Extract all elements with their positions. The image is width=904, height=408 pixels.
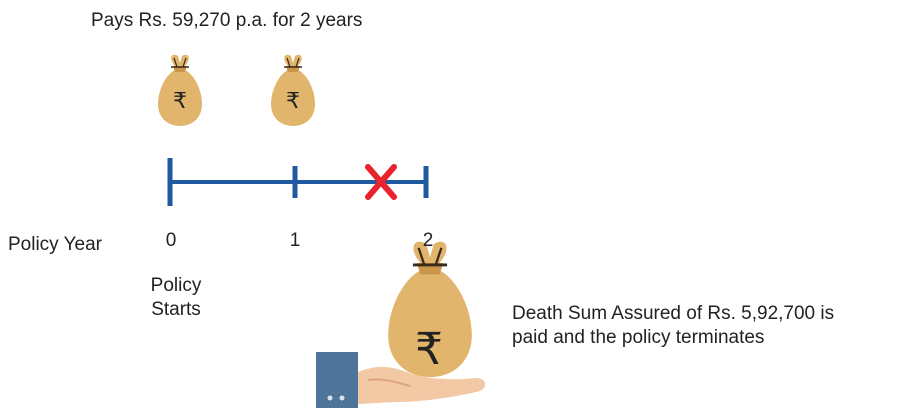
death-benefit-line2: paid and the policy terminates	[512, 327, 765, 348]
timeline	[167, 158, 429, 206]
rupee-icon: ₹	[415, 324, 443, 375]
year-1-label: 1	[289, 230, 301, 251]
money-bag-icon: ₹	[270, 53, 316, 127]
policy-year-label: Policy Year	[8, 234, 103, 255]
death-benefit-line1: Death Sum Assured of Rs. 5,92,700 is	[512, 303, 835, 324]
year-0-label: 0	[165, 230, 177, 251]
premium-description: Pays Rs. 59,270 p.a. for 2 years	[91, 10, 363, 31]
policy-starts-label: Policy Starts	[143, 274, 209, 322]
year-2-label: 2	[422, 230, 434, 251]
money-bag-icon: ₹	[157, 53, 203, 127]
rupee-icon: ₹	[286, 89, 300, 114]
rupee-icon: ₹	[173, 89, 187, 114]
death-benefit-description: Death Sum Assured of Rs. 5,92,700 is pai…	[512, 302, 904, 350]
sleeve	[316, 352, 358, 408]
hand-with-money-bag-icon: ₹	[316, 240, 485, 408]
policy-starts-line1: Policy	[150, 275, 202, 296]
death-cross-icon	[365, 164, 397, 200]
policy-starts-line2: Starts	[151, 299, 201, 320]
